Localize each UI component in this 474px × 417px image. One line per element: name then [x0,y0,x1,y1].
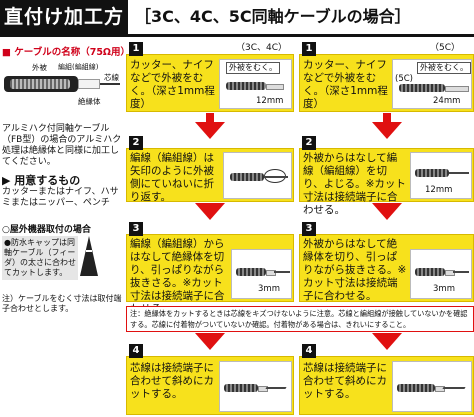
label-outer-jacket: 外被 [32,63,47,72]
step2-right-box: 2 外被からはなして編線（編組線）を切り、よじる。※カット寸法は接続端子に合わせ… [299,136,474,216]
step3-left-text: 編線（編組線）からはなして絶縁体を切り、引っぱりながら抜きさる。※カット寸法は接… [130,238,225,315]
step1-left-figure: 外被をむく。 12mm [219,59,292,109]
step2-right-measure: 12mm [425,185,453,195]
down-arrow-icon [195,203,225,220]
step3-right-figure: 3mm [410,249,472,299]
step3-left-measure: 3mm [258,284,280,294]
step2-left-number: 2 [129,136,143,150]
step4-left-number: 4 [129,344,143,358]
down-arrow-icon [372,122,402,139]
column-label-5c: （5C） [430,43,461,53]
step1-right-figure: 外被をむく。 (5C) 24mm [392,59,472,109]
step4-left-figure [219,361,292,412]
step4-right-text: 芯線は接続端子に合わせて斜めにカットする。 [303,362,387,400]
step3-right-box: 3 外被からはなして絶縁体を切り、引っぱりながら抜きさる。※カット寸法は接続端子… [299,222,474,302]
cable-diagram: 外被 編組(編組線) 芯線 絶縁体 [4,62,122,120]
step3-right-number: 3 [302,222,316,236]
tools-heading: ▶ 用意するもの [2,174,81,187]
step1-right-measure: 24mm [433,96,461,106]
cable-name-heading: ■ ケーブルの名称（75Ω用） [2,47,131,58]
step2-right-figure: 12mm [410,152,472,199]
step3-left-box: 3 編線（編組線）からはなして絶縁体を切り、引っぱりながら抜きさる。※カット寸法… [126,222,294,315]
outdoor-text: ●防水キャップは同軸ケーブル（フィーダ）の太さに合わせてカットします。 [2,236,78,280]
page-title: 直付け加工方法 [0,0,128,62]
step1-left-box: 1 カッター、ナイフなどで外被をむく。（深さ1mm程度） 外被をむく。 12mm [126,42,294,112]
step1-right-tag: 外被をむく。 [417,62,471,74]
down-arrow-icon [195,122,225,139]
step2-right-number: 2 [302,136,316,150]
page-subtitle: ［3C、4C、5C同軸ケーブルの場合］ [135,7,411,26]
tools-text: カッターまたはナイフ、ハサミまたはニッパー、ペンチ [2,187,119,208]
step1-right-number: 1 [302,42,316,56]
step1-left-measure: 12mm [256,96,284,106]
step1-right-text: カッター、ナイフなどで外被をむく。（深さ1mm程度） [303,59,388,110]
step4-left-text: 芯線は接続端子に合わせて斜めにカットする。 [130,362,214,400]
step4-right-number: 4 [302,344,316,358]
step4-right-figure [392,361,472,412]
label-insulator: 絶縁体 [78,97,101,106]
label-braid: 編組(編組線) [58,63,99,71]
step2-left-text: 編線（編組線）は矢印のように外被側にていねいに折り返す。 [130,152,214,203]
step2-left-box: 2 編線（編組線）は矢印のように外被側にていねいに折り返す。 [126,136,294,203]
step3-right-text: 外被からはなして絶縁体を切り、引っぱりながら抜きさる。※カット寸法は接続端子に合… [303,238,407,302]
label-core: 芯線 [104,73,119,82]
column-label-3c4c: （3C、4C） [236,43,288,53]
cut-size-note: 注）ケーブルをむく寸法は取付端子合わせとします。 [2,294,122,313]
waterproof-cap-icon [80,236,98,276]
step1-right-box: 1 カッター、ナイフなどで外被をむく。（深さ1mm程度） 外被をむく。 (5C)… [299,42,474,112]
step1-left-tag: 外被をむく。 [226,62,280,74]
step4-left-box: 4 芯線は接続端子に合わせて斜めにカットする。 [126,344,294,415]
caution-note: 注：絶縁体をカットするときは芯線をキズつけないように注意。芯線と編組線が接触して… [126,306,474,332]
header-divider [0,34,474,37]
step1-left-number: 1 [129,42,143,56]
step2-left-figure [223,152,292,199]
alumi-note: アルミハク付同軸ケーブル（FB型）の場合のアルミハク処理は絶縁体と同様に加工して… [2,124,122,167]
step3-left-figure: 3mm [231,249,292,299]
step1-left-text: カッター、ナイフなどで外被をむく。（深さ1mm程度） [130,59,215,110]
outdoor-heading: ○屋外機器取付の場合 [2,225,91,235]
step4-right-box: 4 芯線は接続端子に合わせて斜めにカットする。 [299,344,474,415]
step2-right-text: 外被からはなして編線（編組線）を切り、よじる。※カット寸法は接続端子に合わせる。 [303,152,406,216]
step3-left-number: 3 [129,222,143,236]
step1-right-size: (5C) [395,74,413,84]
down-arrow-icon [372,333,402,350]
down-arrow-icon [372,203,402,220]
down-arrow-icon [195,333,225,350]
step3-right-measure: 3mm [433,284,455,294]
